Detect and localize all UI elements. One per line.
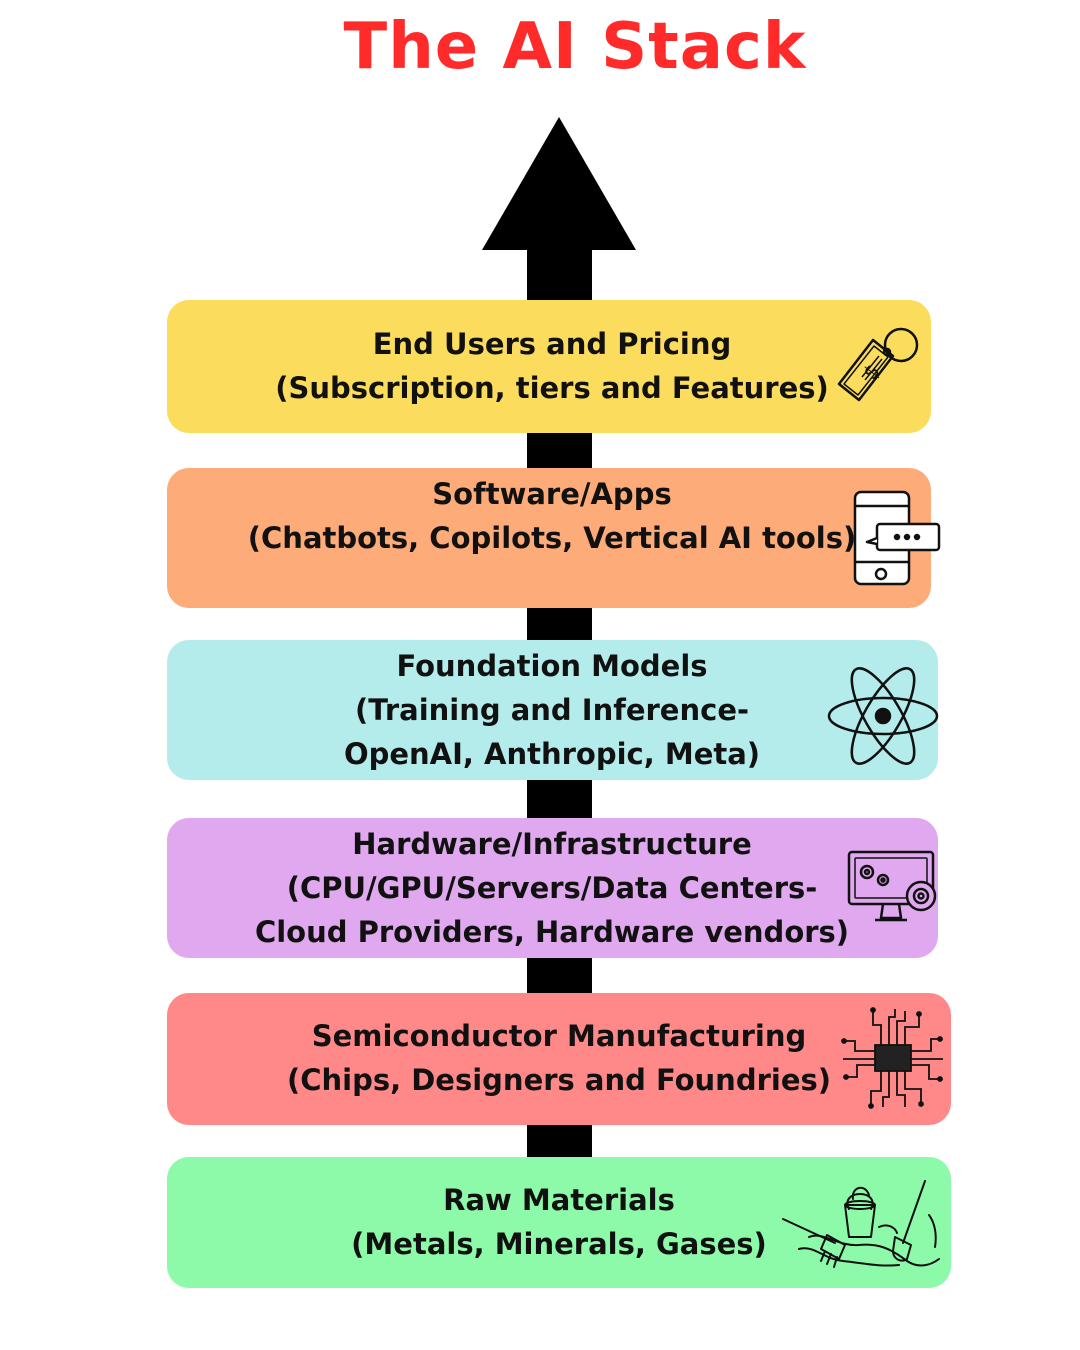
layer-software-label: Software/Apps (Chatbots, Copilots, Verti…	[167, 472, 937, 560]
layer-end-users-detail: (Subscription, tiers and Features)	[275, 371, 829, 405]
layer-hardware-title: Hardware/Infrastructure	[352, 827, 752, 861]
layer-semiconductor-title: Semiconductor Manufacturing	[311, 1019, 807, 1053]
layer-semiconductor: Semiconductor Manufacturing (Chips, Desi…	[167, 993, 951, 1125]
layer-end-users-title: End Users and Pricing	[372, 327, 732, 361]
arrow-head	[482, 117, 636, 250]
mining-tools-icon	[779, 1175, 943, 1275]
layer-hardware-detail-1: (CPU/GPU/Servers/Data Centers-	[286, 871, 818, 905]
svg-text:$: $	[858, 359, 885, 384]
monitor-gears-icon	[845, 848, 941, 928]
layer-software-title: Software/Apps	[432, 477, 672, 511]
page-title: The AI Stack	[343, 10, 807, 84]
layer-hardware-detail-2: Cloud Providers, Hardware vendors)	[254, 915, 850, 949]
layer-foundation-models-detail-2: OpenAI, Anthropic, Meta)	[343, 737, 761, 771]
layer-foundation-models: Foundation Models (Training and Inferenc…	[167, 640, 941, 780]
layer-semiconductor-detail: (Chips, Designers and Foundries)	[286, 1063, 832, 1097]
price-tag-icon: $	[835, 322, 925, 412]
layer-raw-materials-title: Raw Materials	[443, 1183, 675, 1217]
layer-foundation-models-title: Foundation Models	[396, 649, 708, 683]
layer-foundation-models-detail-1: (Training and Inference-	[354, 693, 750, 727]
layer-hardware-label: Hardware/Infrastructure (CPU/GPU/Servers…	[167, 822, 937, 954]
layer-hardware: Hardware/Infrastructure (CPU/GPU/Servers…	[167, 818, 938, 958]
phone-chat-icon	[847, 488, 943, 588]
layer-end-users-label: End Users and Pricing (Subscription, tie…	[167, 322, 937, 410]
atom-icon	[825, 664, 941, 768]
layer-end-users: End Users and Pricing (Subscription, tie…	[167, 300, 931, 433]
layer-foundation-models-label: Foundation Models (Training and Inferenc…	[167, 644, 937, 776]
layer-raw-materials-label: Raw Materials (Metals, Minerals, Gases)	[167, 1178, 951, 1266]
layer-software: Software/Apps (Chatbots, Copilots, Verti…	[167, 468, 941, 608]
layer-raw-materials: Raw Materials (Metals, Minerals, Gases)	[167, 1157, 951, 1288]
chip-circuit-icon	[839, 1005, 947, 1111]
layer-software-detail: (Chatbots, Copilots, Vertical AI tools)	[247, 521, 857, 555]
layer-raw-materials-detail: (Metals, Minerals, Gases)	[351, 1227, 767, 1261]
layer-semiconductor-label: Semiconductor Manufacturing (Chips, Desi…	[167, 1014, 951, 1102]
